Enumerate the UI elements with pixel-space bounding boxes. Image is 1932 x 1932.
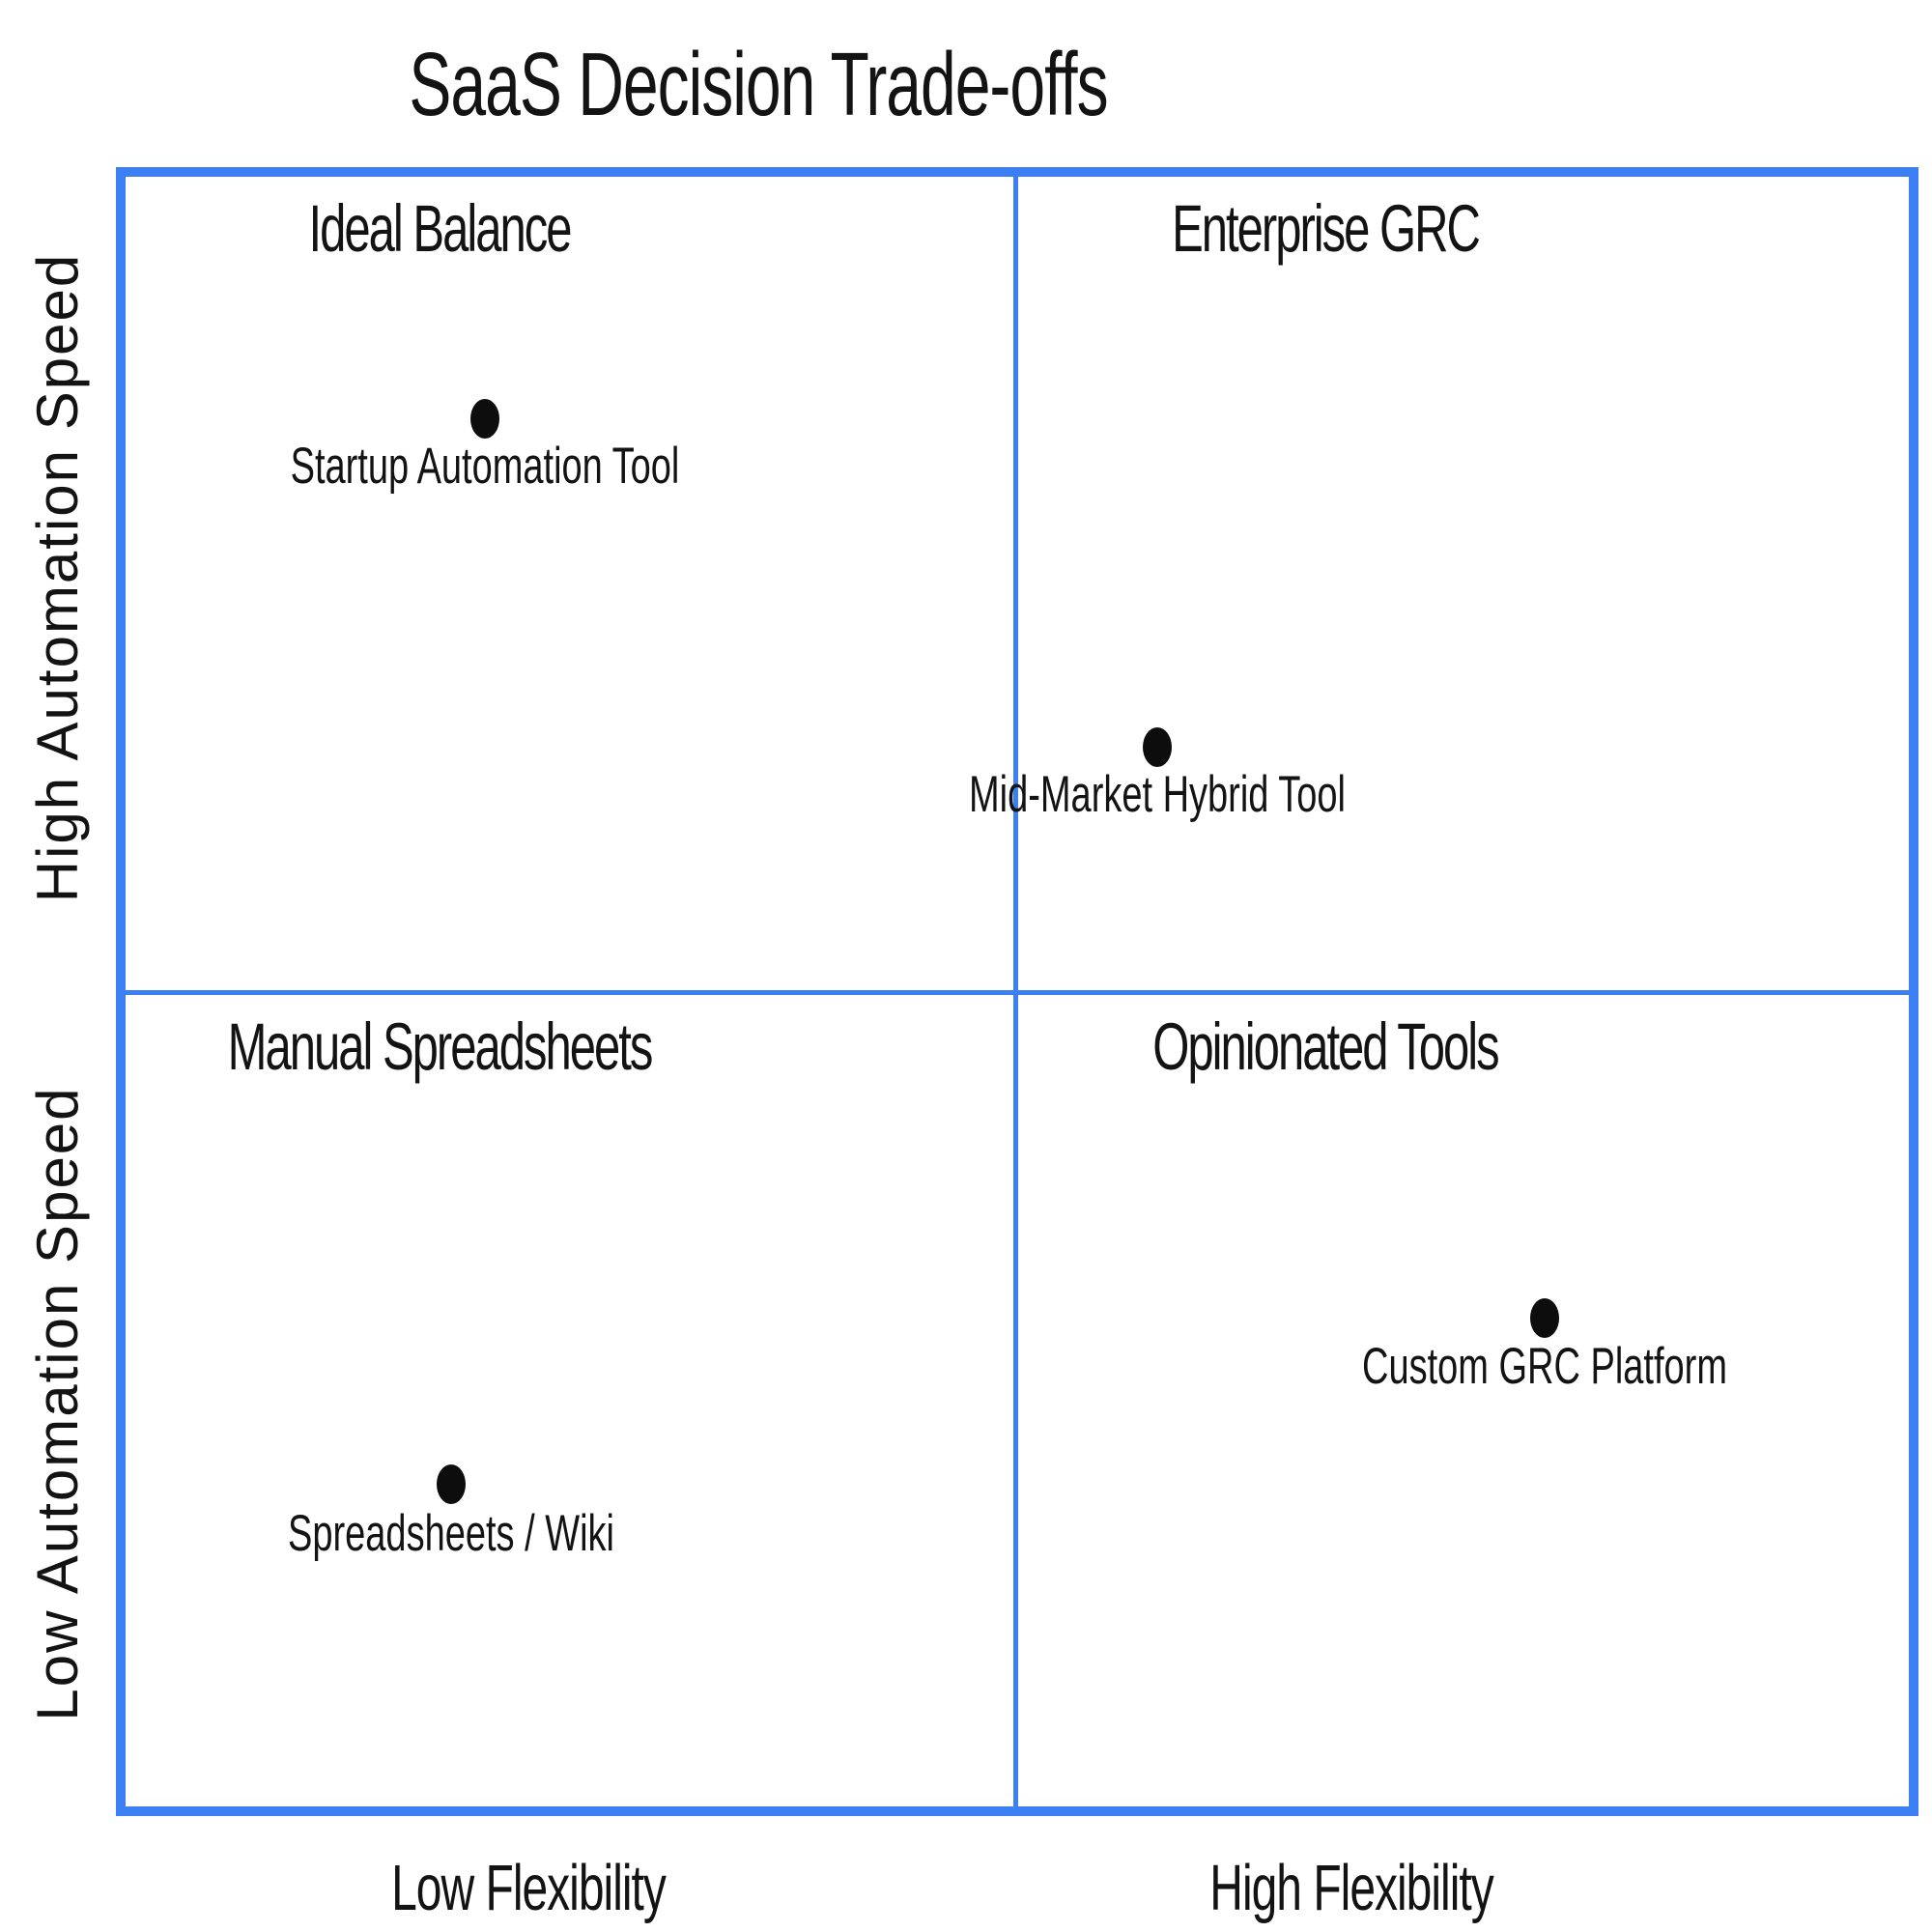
data-point-label: Mid-Market Hybrid Tool bbox=[969, 766, 1346, 824]
x-axis-label-right: High Flexibility bbox=[1209, 1853, 1493, 1925]
data-point-label: Custom GRC Platform bbox=[1362, 1338, 1727, 1396]
y-axis-label-bottom: Low Automation Speed bbox=[25, 1086, 90, 1721]
y-axis-label-top: High Automation Speed bbox=[25, 252, 90, 903]
data-point-dot-custom-grc-platform bbox=[1530, 1298, 1559, 1338]
data-point-dot-startup-automation-tool bbox=[470, 399, 499, 439]
quadrant-label-top-left: Ideal Balance bbox=[308, 193, 573, 267]
quadrant-label-bottom-right: Opinionated Tools bbox=[1152, 1011, 1499, 1085]
quadrant-label-bottom-left: Manual Spreadsheets bbox=[227, 1011, 654, 1085]
quadrant-divider-horizontal bbox=[116, 990, 1918, 995]
chart-title: SaaS Decision Trade-offs bbox=[409, 34, 1108, 134]
data-point-dot-mid-market-hybrid-tool bbox=[1143, 727, 1172, 767]
data-point-label: Startup Automation Tool bbox=[290, 438, 680, 496]
quadrant-label-top-right: Enterprise GRC bbox=[1172, 193, 1481, 267]
x-axis-label-left: Low Flexibility bbox=[391, 1853, 667, 1925]
data-point-label: Spreadsheets / Wiki bbox=[288, 1505, 614, 1563]
data-point-dot-spreadsheets-wiki bbox=[437, 1464, 466, 1504]
